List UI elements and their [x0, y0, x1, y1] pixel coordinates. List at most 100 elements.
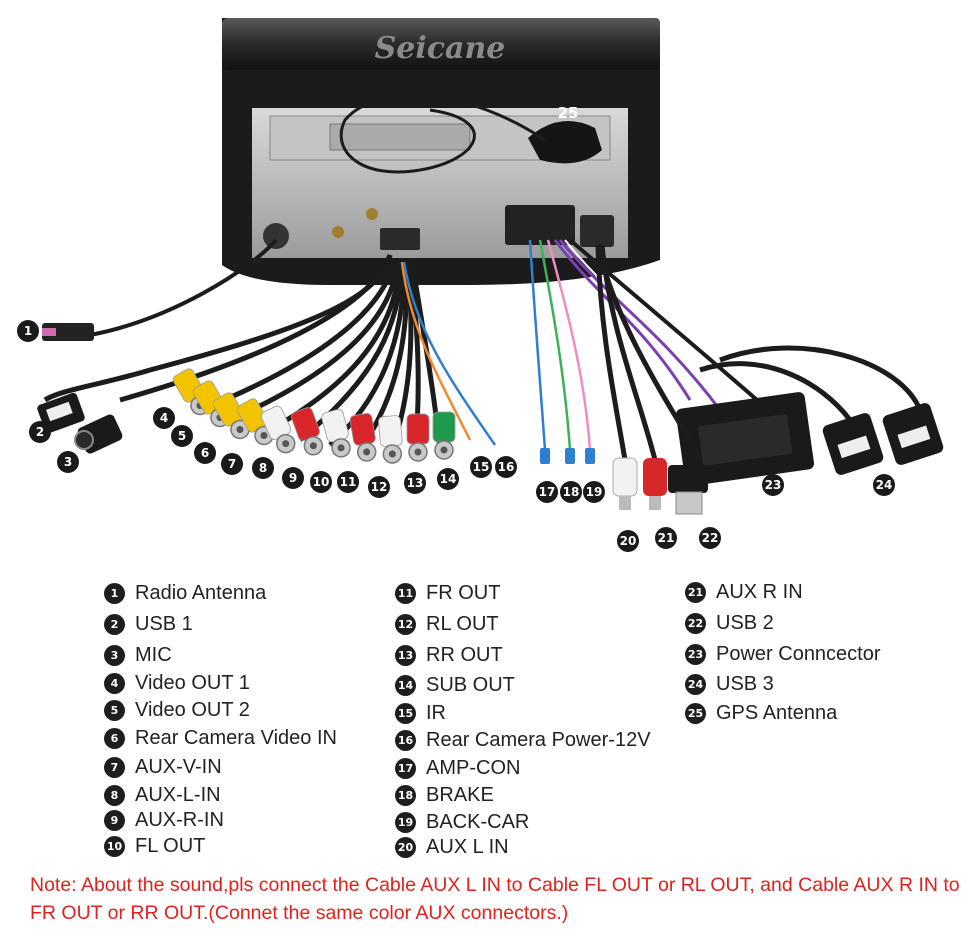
callout-21: 21	[655, 527, 677, 549]
legend-label: USB 1	[135, 613, 193, 635]
radio-antenna-cable	[42, 238, 278, 341]
callout-22: 22	[699, 527, 721, 549]
callout-24: 24	[873, 474, 895, 496]
rca-plug	[291, 407, 324, 456]
legend-number: 9	[104, 810, 125, 831]
legend-number: 5	[104, 700, 125, 721]
gps-antenna	[339, 93, 602, 174]
callout-20: 20	[617, 530, 639, 552]
legend-item: 5 Video OUT 2	[104, 699, 250, 722]
legend-label: RL OUT	[426, 613, 499, 635]
connection-note: Note: About the sound,pls connect the Ca…	[30, 874, 960, 924]
legend-label: GPS Antenna	[716, 702, 838, 724]
legend-label: Radio Antenna	[135, 582, 267, 604]
legend-item: 14 SUB OUT	[395, 674, 515, 697]
rca-connectors	[172, 368, 456, 464]
rca-plug	[406, 413, 430, 462]
legend-label: Video OUT 1	[135, 672, 250, 694]
callout-1: 1	[17, 320, 39, 342]
legend-label: RR OUT	[426, 644, 503, 666]
legend-label: AUX L IN	[426, 836, 509, 858]
legend-number: 16	[395, 730, 416, 751]
callout-16: 16	[495, 456, 517, 478]
power-socket	[505, 205, 575, 245]
legend-number: 17	[395, 758, 416, 779]
legend-label: FL OUT	[135, 835, 206, 857]
rca-plug	[349, 412, 377, 462]
callout-7: 7	[221, 453, 243, 475]
rca-plug	[321, 409, 351, 458]
legend-number: 4	[104, 673, 125, 694]
legend-label: USB 3	[716, 673, 774, 695]
antenna-socket	[263, 223, 289, 249]
callout-6: 6	[194, 442, 216, 464]
legend-number: 21	[685, 582, 706, 603]
rca-plug	[260, 405, 296, 454]
callout-2: 2	[29, 421, 51, 443]
legend-number: 1	[104, 583, 125, 604]
legend-number: 23	[685, 644, 706, 665]
right-harness	[528, 238, 944, 515]
legend-label: AUX R IN	[716, 581, 803, 603]
legend-number: 13	[395, 645, 416, 666]
legend-label: AUX-V-IN	[135, 756, 222, 778]
legend-label: AUX-L-IN	[135, 784, 221, 806]
callout-15: 15	[470, 456, 492, 478]
callout-13: 13	[404, 472, 426, 494]
legend-number: 24	[685, 674, 706, 695]
legend-number: 8	[104, 785, 125, 806]
legend-item: 16 Rear Camera Power-12V	[395, 729, 651, 752]
legend-label: USB 2	[716, 612, 774, 634]
legend-label: BRAKE	[426, 784, 494, 806]
callout-19: 19	[583, 481, 605, 503]
callout-25: 25	[557, 104, 579, 122]
legend-item: 8 AUX-L-IN	[104, 784, 221, 807]
legend-item: 25 GPS Antenna	[685, 702, 837, 725]
callout-10: 10	[310, 471, 332, 493]
legend-item: 11 FR OUT	[395, 582, 500, 605]
callout-18: 18	[560, 481, 582, 503]
legend-label: AUX-R-IN	[135, 809, 224, 831]
callout-4: 4	[153, 407, 175, 429]
legend-number: 6	[104, 728, 125, 749]
rca-plug	[212, 392, 250, 440]
legend-number: 2	[104, 614, 125, 635]
legend-label: IR	[426, 702, 446, 724]
legend-label: Rear Camera Video IN	[135, 727, 337, 749]
legend-item: 13 RR OUT	[395, 644, 503, 667]
front-bezel	[222, 18, 660, 70]
legend-item: 2 USB 1	[104, 613, 193, 636]
legend-number: 10	[104, 836, 125, 857]
callout-23: 23	[762, 474, 784, 496]
legend-number: 20	[395, 837, 416, 858]
legend-label: SUB OUT	[426, 674, 515, 696]
callout-14: 14	[437, 468, 459, 490]
legend-number: 11	[395, 583, 416, 604]
rca-plug	[432, 411, 456, 460]
legend-item: 1 Radio Antenna	[104, 582, 266, 605]
legend-label: AMP-CON	[426, 757, 521, 779]
legend-number: 14	[395, 675, 416, 696]
callout-3: 3	[57, 451, 79, 473]
brand-logo: Seicane	[375, 31, 506, 66]
callout-12: 12	[368, 476, 390, 498]
usb-socket	[580, 215, 614, 247]
legend-item: 7 AUX-V-IN	[104, 756, 222, 779]
callout-8: 8	[252, 457, 274, 479]
legend-number: 7	[104, 757, 125, 778]
legend-item: 21 AUX R IN	[685, 581, 803, 604]
legend-label: FR OUT	[426, 582, 501, 604]
callout-11: 11	[337, 471, 359, 493]
legend-number: 12	[395, 614, 416, 635]
legend-number: 25	[685, 703, 706, 724]
legend-label: Rear Camera Power-12V	[426, 729, 651, 751]
legend-item: 6 Rear Camera Video IN	[104, 727, 337, 750]
legend-item: 12 RL OUT	[395, 613, 499, 636]
rca-plug	[378, 415, 403, 464]
legend-label: Video OUT 2	[135, 699, 250, 721]
